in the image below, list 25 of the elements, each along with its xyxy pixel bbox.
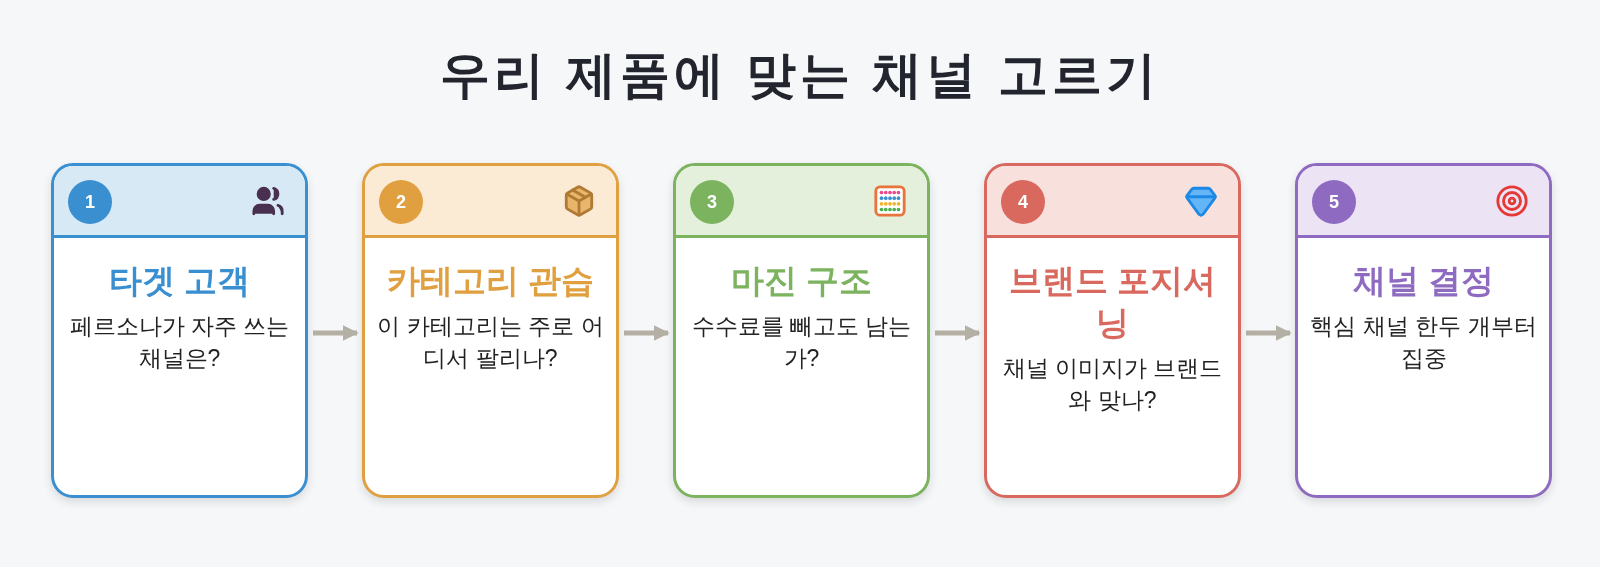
arrow — [313, 325, 359, 341]
step-card — [362, 163, 619, 498]
arrow — [1246, 325, 1292, 341]
step-card — [673, 163, 930, 498]
step-number: 1 — [68, 180, 112, 224]
arrow — [624, 325, 670, 341]
step-title: 채널 결정 — [1352, 261, 1495, 301]
step-number: 2 — [379, 180, 423, 224]
step-number: 5 — [1312, 180, 1356, 224]
step-number: 4 — [1001, 180, 1045, 224]
step-card — [51, 163, 308, 498]
step-title: 브랜드 포지셔닝 — [1007, 261, 1218, 343]
step-card — [1295, 163, 1552, 498]
arrow — [935, 325, 981, 341]
title: 우리 제품에 맞는 채널 고르기 — [440, 46, 1160, 105]
step-question: 핵심 채널 한두 개부터 집중 — [1310, 312, 1537, 373]
step-title: 마진 구조 — [730, 261, 873, 301]
step-title: 타겟 고객 — [108, 261, 251, 301]
step-question: 페르소나가 자주 쓰는 채널은? — [68, 312, 291, 373]
step-question: 채널 이미지가 브랜드와 맞나? — [1001, 354, 1224, 415]
step-number: 3 — [690, 180, 734, 224]
step-card — [984, 163, 1241, 498]
step-title: 카테고리 관습 — [386, 261, 595, 301]
step-question: 수수료를 빼고도 남는가? — [690, 312, 913, 373]
step-question: 이 카테고리는 주로 어디서 팔리나? — [377, 312, 604, 373]
